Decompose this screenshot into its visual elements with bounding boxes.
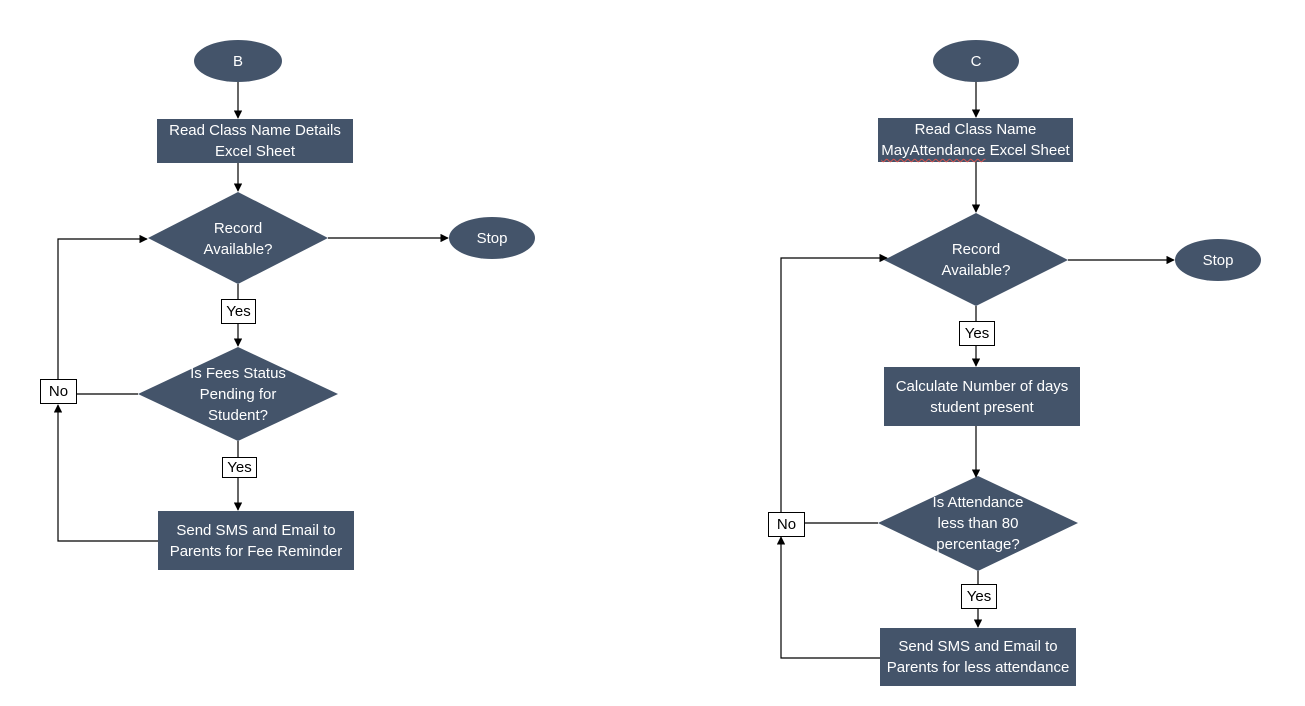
flow-b-stop-node [449,217,535,259]
flow-b-action-node [158,511,354,570]
flow-c-start-node [933,40,1019,82]
flow-c-action-label: Send SMS and Email to Parents for less a… [886,638,1070,676]
flow-c-loop-line [776,536,880,659]
flow-b-start-node [194,40,282,82]
flow-c [776,40,1261,686]
flow-b-yes1-label: Yes [221,299,256,324]
spellcheck-word: MayAttendance [881,142,986,159]
flow-c-read-line1: Read Class Name [914,121,1037,138]
flow-c-decision1-label: Record Available? [941,241,1011,279]
flow-b-action-label: Send SMS and Email to Parents for Fee Re… [169,521,343,560]
flow-c-read-line2: MayAttendance Excel Sheet [881,140,1069,161]
flow-c-calc-label: Calculate Number of days student present [895,377,1069,416]
flow-b-no-line [57,234,148,395]
flow-c-stop-label: Stop [1202,251,1234,269]
flow-c-decision2-label: Is Attendance less than 80 percentage? [932,493,1024,553]
flow-b-no-label: No [40,379,77,404]
flow-c-start-label: C [970,52,982,70]
flow-c-read-label: Read Class Name MayAttendance Excel Shee… [878,118,1073,162]
flow-c-stop-node [1175,239,1261,281]
flow-b-decision1-node [148,192,328,284]
flow-b-decision2-node [138,347,338,441]
flow-c-read-node [878,118,1073,162]
flow-c-no-label: No [768,512,805,537]
flow-b-decision1-label: Record Available? [203,220,273,258]
flow-b-read-label: Read Class Name Details Excel Sheet [169,122,341,160]
flow-c-read-line2-rest: Excel Sheet [985,142,1070,159]
flow-c-no-line [780,253,888,524]
flow-b-stop-label: Stop [476,229,508,247]
flow-b-read-node [157,119,353,163]
flow-b-loop-line [53,404,158,542]
flow-c-yes2-label: Yes [961,584,997,609]
flow-b [53,40,535,570]
flow-c-yes1-label: Yes [959,321,995,346]
flow-c-calc-node [884,367,1080,426]
flow-b-yes2-label: Yes [222,457,257,478]
flow-c-action-node [880,628,1076,686]
flow-b-decision2-label: Is Fees Status Pending for Student? [190,364,286,424]
flow-c-decision1-node [884,213,1068,306]
flow-c-decision2-node [878,476,1078,571]
flow-b-start-label: B [232,52,243,70]
